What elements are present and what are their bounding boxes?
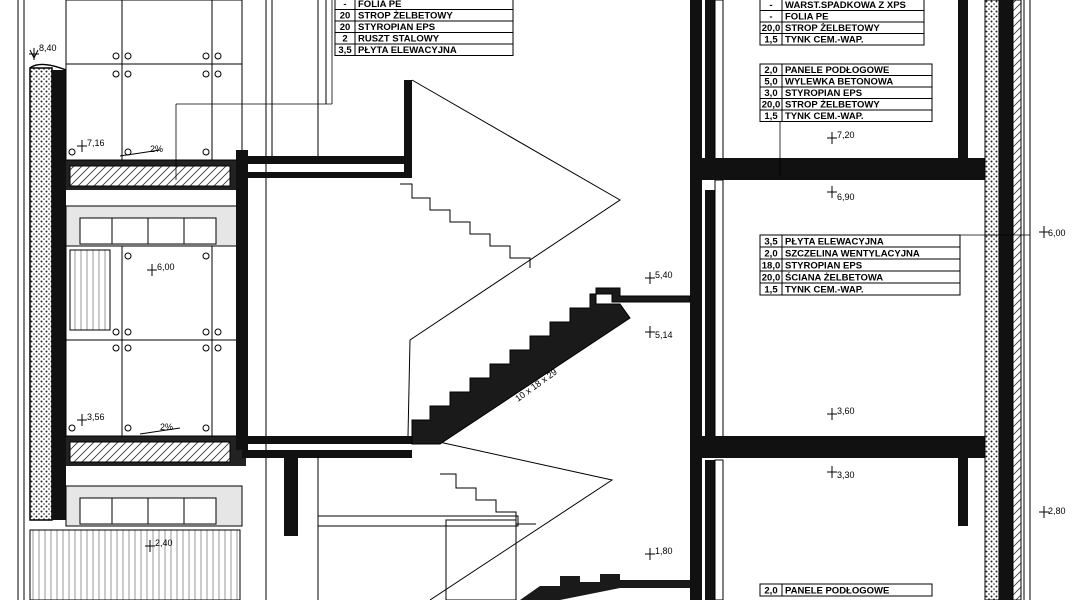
stairwell-structure	[236, 0, 519, 601]
lower-stair-slab	[520, 574, 690, 600]
elevation-marker-716: 7,16	[77, 138, 105, 152]
elevation-marker-240: 2,40	[145, 538, 173, 552]
elevation-marker-540: 5,40	[645, 270, 673, 284]
layer-thickness: 20,0	[762, 273, 781, 284]
elevation-marker-600-left: 6,00	[147, 262, 175, 276]
layer-material: STROP ŻELBETOWY	[785, 100, 880, 111]
layer-material: TYNK CEM.-WAP.	[785, 35, 863, 46]
slope-marker-lower: 2%	[139, 422, 181, 435]
layer-material: PANELE PODŁOGOWE	[785, 65, 889, 76]
layer-material: PANELE PODŁOGOWE	[785, 586, 889, 597]
elevation-marker-720: 7,20	[827, 130, 855, 144]
layer-thickness: -	[769, 12, 772, 23]
layer-material: STYROPIAN EPS	[785, 88, 862, 99]
layer-thickness: 2	[342, 34, 347, 45]
elevation-marker-840: 8,40	[29, 43, 57, 60]
elevation-label: 1,80	[655, 546, 673, 556]
layer-thickness: 20,0	[762, 100, 781, 111]
elevation-label: 7,16	[87, 138, 105, 148]
left-exterior-wall	[17, 0, 246, 600]
layer-thickness: 20	[340, 11, 351, 22]
main-stair-slab	[411, 287, 691, 445]
layer-table-floor: 2,0 PANELE PODŁOGOWE 5,0 WYLEWKA BETONOWA 3,…	[759, 63, 933, 122]
left-facade-panels	[29, 0, 243, 601]
layer-material: STROP ŻELBETOWY	[358, 11, 453, 22]
layer-material: STYROPIAN EPS	[785, 261, 862, 272]
layer-thickness: 1,5	[764, 35, 778, 46]
layer-thickness: 3,0	[764, 88, 777, 99]
layer-thickness: 1,5	[764, 285, 778, 296]
right-structure	[690, 0, 1031, 601]
elevation-label: 6,00	[1048, 228, 1066, 238]
elevation-label: 5,14	[655, 330, 673, 340]
leader-lines	[175, 0, 1030, 236]
elevation-marker-690: 6,90	[827, 186, 855, 202]
elevation-label: 3,56	[87, 412, 105, 422]
elevation-marker-280: 2,80	[1039, 506, 1066, 518]
layer-thickness: 2,0	[764, 249, 777, 260]
layer-thickness: 3,5	[338, 45, 352, 56]
layer-material: PŁYTA ELEWACYJNA	[358, 45, 457, 56]
elevation-marker-330: 3,30	[827, 466, 855, 480]
elevation-marker-600-right: 6,00	[1039, 226, 1066, 238]
layer-material: SZCZELINA WENTYLACYJNA	[785, 249, 920, 260]
layer-material: PŁYTA ELEWACYJNA	[785, 237, 884, 248]
elevation-marker-356: 3,56	[77, 412, 105, 426]
slope-marker-upper: 2%	[119, 144, 163, 157]
layer-material: WARST.SPADKOWA Z XPS	[785, 0, 906, 11]
layer-material: RUSZT STALOWY	[358, 34, 440, 45]
layer-thickness: 20	[340, 22, 351, 33]
layer-material: TYNK CEM.-WAP.	[785, 285, 863, 296]
elevation-label: 3,60	[837, 406, 855, 416]
elevation-label: 6,00	[157, 262, 175, 272]
slope-label: 2%	[150, 144, 163, 154]
layer-thickness: 3,5	[764, 237, 778, 248]
elevation-label: 7,20	[837, 130, 855, 140]
layer-thickness: -	[769, 0, 772, 11]
elevation-label: 8,40	[39, 43, 57, 53]
layer-thickness: 2,0	[764, 65, 777, 76]
layer-thickness: 20,0	[762, 23, 781, 34]
elevation-label: 3,30	[837, 470, 855, 480]
elevation-label: 5,40	[655, 270, 673, 280]
layer-table-external-wall: 3,5 PŁYTA ELEWACYJNA 2,0 SZCZELINA WENTYLAC…	[759, 234, 961, 296]
elevation-marker-514: 5,14	[645, 326, 673, 340]
elevation-marker-180: 1,80	[645, 546, 673, 560]
elevation-marker-360: 3,60	[827, 406, 855, 420]
panel-fixing-points	[68, 52, 222, 432]
layer-material: FOLIA PE	[785, 12, 828, 23]
layer-material: ŚCIANA ŻELBETOWA	[785, 272, 883, 284]
layer-thickness: -	[343, 0, 346, 10]
layer-thickness: 5,0	[764, 77, 777, 88]
layer-table-floor-lower: 2,0 PANELE PODŁOGOWE	[759, 583, 933, 597]
layer-thickness: 1,5	[764, 111, 778, 122]
layer-material: STYROPIAN EPS	[358, 22, 435, 33]
layer-table-flat-roof: - WARST.SPADKOWA Z XPS - FOLIA PE 20,0 STROP …	[759, 0, 925, 46]
elevation-label: 6,90	[837, 192, 855, 202]
layer-material: TYNK CEM.-WAP.	[785, 111, 863, 122]
elevation-label: 2,40	[155, 538, 173, 548]
elevation-label: 2,80	[1048, 506, 1066, 516]
stair-flights	[400, 79, 621, 601]
layer-material: WYLEWKA BETONOWA	[785, 77, 893, 88]
layer-thickness: 2,0	[764, 586, 777, 597]
layer-thickness: 18,0	[762, 261, 781, 272]
layer-material: FOLIA PE	[358, 0, 401, 10]
slope-label: 2%	[160, 422, 173, 432]
layer-material: STROP ŻELBETOWY	[785, 23, 880, 34]
